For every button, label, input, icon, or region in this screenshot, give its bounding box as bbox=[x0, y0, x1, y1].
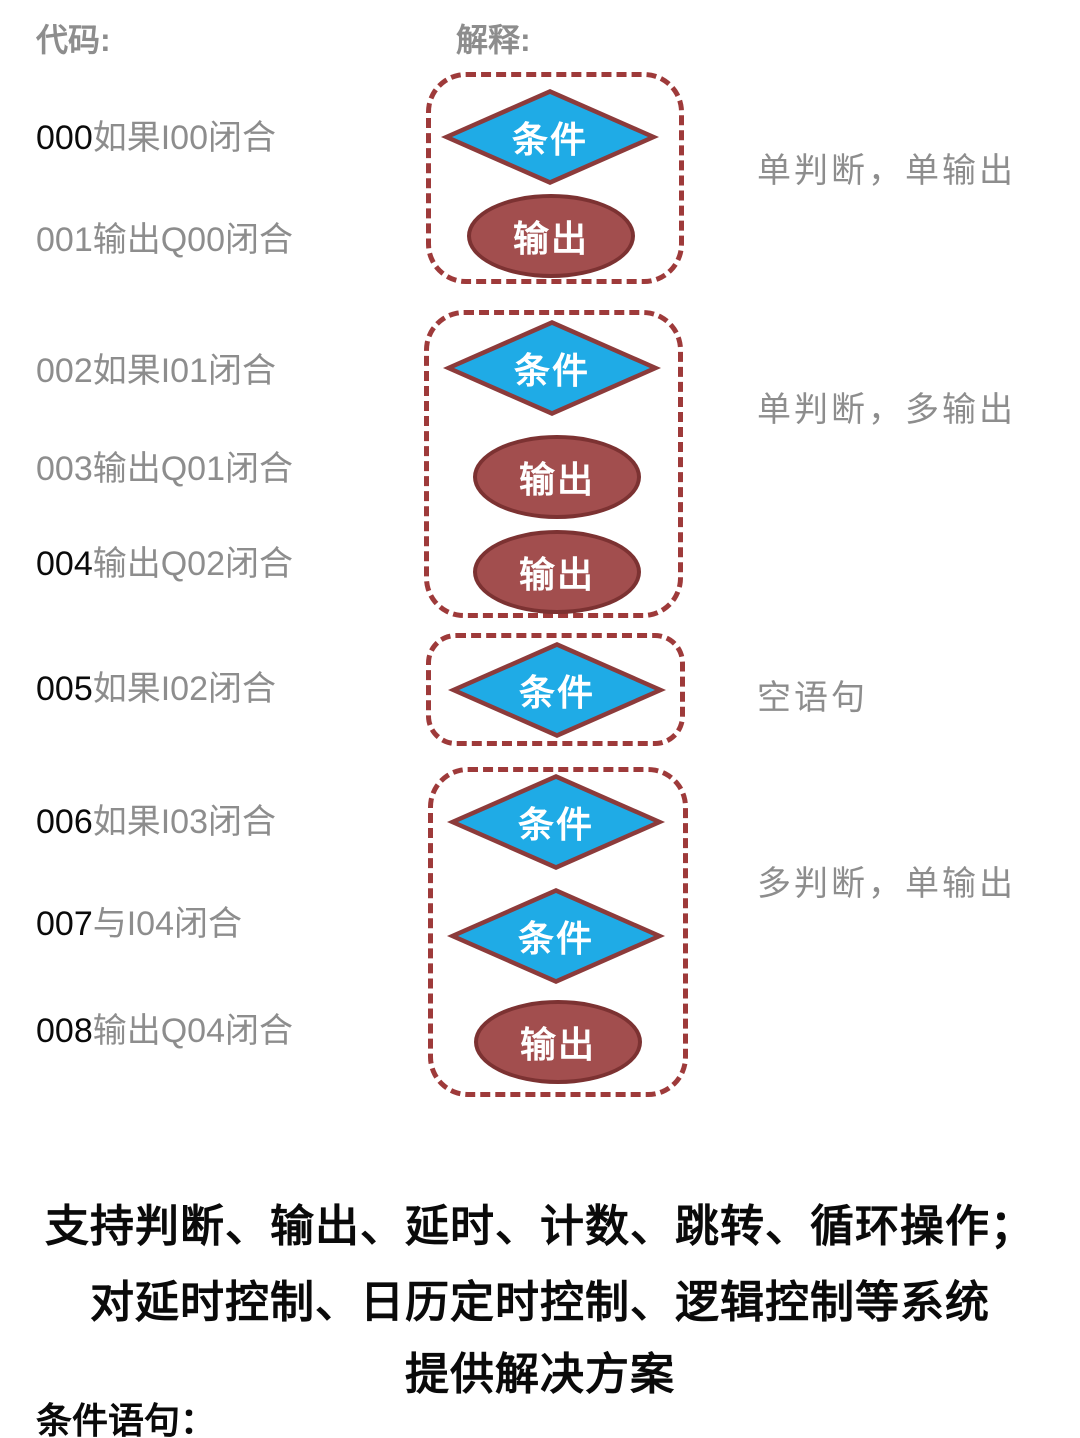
code-line-number: 005 bbox=[36, 670, 93, 708]
code-line-number: 004 bbox=[36, 545, 93, 583]
code-line-number: 002 bbox=[36, 352, 93, 390]
code-line: 001输出Q00闭合 bbox=[36, 219, 293, 261]
footer-line-2: 对延时控制、日历定时控制、逻辑控制等系统 bbox=[90, 1278, 990, 1327]
code-line-number: 001 bbox=[36, 221, 93, 259]
code-line: 003输出Q01闭合 bbox=[36, 448, 293, 490]
group-box-single-multi: 条件 输出 输出 bbox=[424, 310, 683, 618]
output-ellipse: 输出 bbox=[467, 194, 635, 278]
condition-label: 条件 bbox=[517, 918, 594, 959]
code-line-text: 输出Q00闭合 bbox=[92, 221, 293, 259]
code-line-text: 输出Q01闭合 bbox=[92, 450, 293, 488]
output-ellipse: 输出 bbox=[473, 435, 641, 519]
group-annotation: 多判断，单输出 bbox=[757, 865, 1016, 903]
condition-diamond: 条件 bbox=[447, 888, 665, 984]
code-line: 005如果I02闭合 bbox=[36, 668, 276, 710]
code-line: 008输出Q04闭合 bbox=[36, 1010, 293, 1052]
code-line: 002如果I01闭合 bbox=[36, 350, 276, 392]
output-ellipse: 输出 bbox=[473, 530, 641, 614]
code-line-number: 000 bbox=[36, 119, 93, 157]
code-line-text: 输出Q02闭合 bbox=[92, 545, 293, 583]
condition-diamond: 条件 bbox=[441, 89, 659, 185]
code-column-title: 代码: bbox=[36, 22, 111, 58]
code-line-number: 006 bbox=[36, 803, 93, 841]
footer-condition-statement-label: 条件语句： bbox=[36, 1400, 217, 1438]
code-line: 007与I04闭合 bbox=[36, 903, 242, 945]
code-line: 006如果I03闭合 bbox=[36, 801, 276, 843]
condition-label: 条件 bbox=[518, 672, 595, 713]
output-label: 输出 bbox=[512, 218, 589, 259]
group-box-empty-statement: 条件 bbox=[426, 633, 685, 746]
condition-label: 条件 bbox=[517, 804, 594, 845]
group-annotation: 单判断，多输出 bbox=[757, 391, 1016, 429]
code-line: 000如果I00闭合 bbox=[36, 117, 276, 159]
output-label: 输出 bbox=[519, 1024, 596, 1065]
condition-diamond: 条件 bbox=[448, 642, 666, 738]
output-label: 输出 bbox=[518, 554, 595, 595]
group-box-single-single: 条件 输出 bbox=[426, 72, 684, 284]
code-line-number: 008 bbox=[36, 1012, 93, 1050]
group-annotation: 单判断，单输出 bbox=[757, 152, 1016, 190]
condition-label: 条件 bbox=[511, 119, 588, 160]
code-line-text: 如果I02闭合 bbox=[92, 670, 276, 708]
group-annotation: 空语句 bbox=[757, 679, 868, 717]
explain-column-title: 解释: bbox=[456, 22, 531, 58]
output-label: 输出 bbox=[518, 459, 595, 500]
footer-line-1: 支持判断、输出、延时、计数、跳转、循环操作； bbox=[45, 1202, 1035, 1251]
condition-diamond: 条件 bbox=[447, 774, 665, 870]
code-line-text: 与I04闭合 bbox=[92, 905, 242, 943]
code-line-text: 如果I03闭合 bbox=[92, 803, 276, 841]
code-line-number: 003 bbox=[36, 450, 93, 488]
footer-line-3: 提供解决方案 bbox=[405, 1350, 675, 1399]
code-line-number: 007 bbox=[36, 905, 93, 943]
code-line-text: 如果I00闭合 bbox=[92, 119, 276, 157]
code-line: 004输出Q02闭合 bbox=[36, 543, 293, 585]
group-box-multi-single: 条件 条件 输出 bbox=[428, 767, 688, 1097]
condition-diamond: 条件 bbox=[443, 320, 661, 416]
code-line-text: 如果I01闭合 bbox=[92, 352, 276, 390]
condition-label: 条件 bbox=[513, 350, 590, 391]
code-line-text: 输出Q04闭合 bbox=[92, 1012, 293, 1050]
output-ellipse: 输出 bbox=[474, 1000, 642, 1084]
